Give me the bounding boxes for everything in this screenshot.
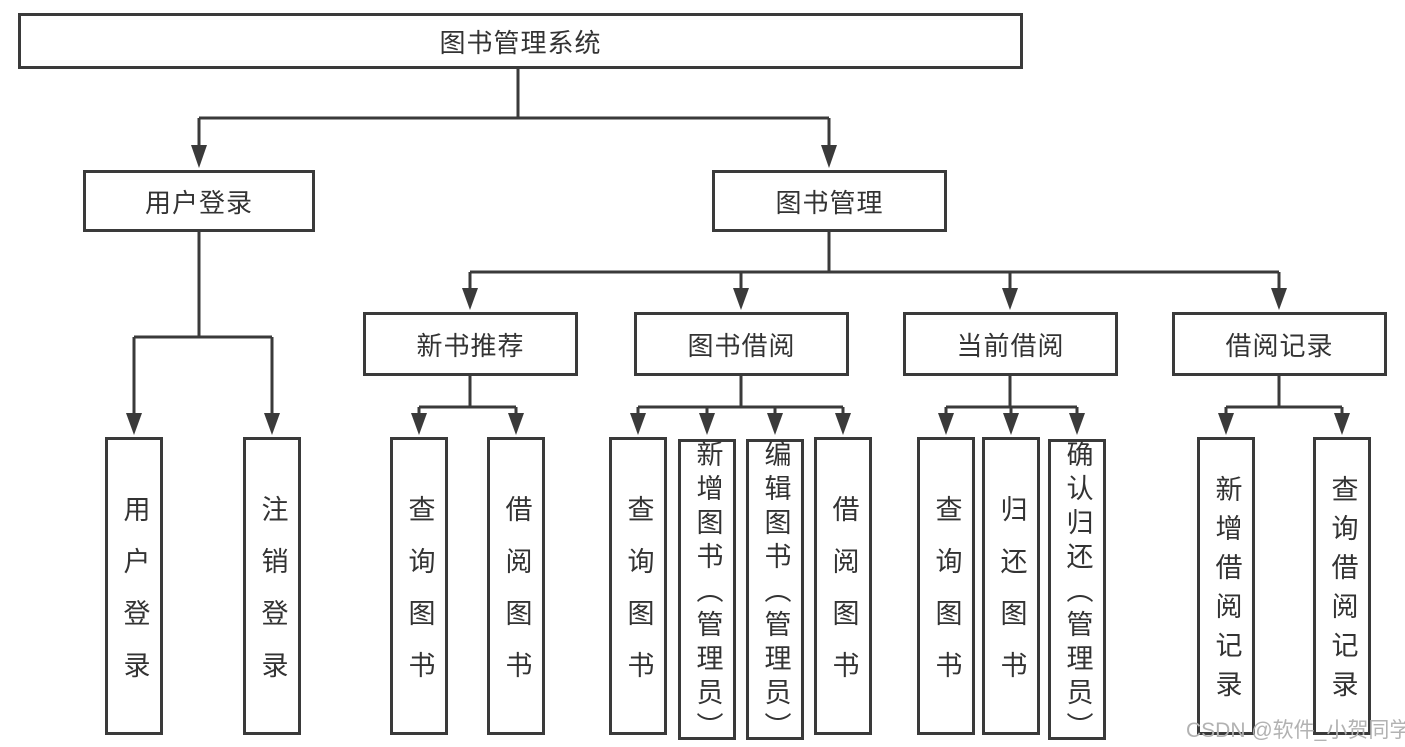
leaf-confirm-return-admin: 确认归还（管理员） <box>1048 439 1106 746</box>
leaf-edit-book-admin: 编辑图书（管理员） <box>746 439 804 746</box>
leaf-user-login-label: 用户登录 <box>119 494 150 703</box>
arrowheads <box>126 145 1350 435</box>
csdn-watermark: CSDN @软件_小贺同学 <box>1186 719 1405 742</box>
leaf-user-login: 用户登录 <box>105 437 163 735</box>
leaf-return-book-label: 归还图书 <box>996 494 1027 703</box>
leaf-borrow-book-label: 借阅图书 <box>828 494 859 703</box>
leaf-return-book: 归还图书 <box>982 437 1040 735</box>
leaf-logout-label: 注销登录 <box>257 494 288 703</box>
node-book-borrow: 图书借阅 <box>634 312 849 376</box>
leaf-query-borrow-record: 查询借阅记录 <box>1313 437 1371 735</box>
node-root-system: 图书管理系统 <box>18 13 1023 69</box>
node-book-management-label: 图书管理 <box>775 187 884 218</box>
leaf-query-book-current-label: 查询图书 <box>931 494 962 703</box>
leaf-borrow-book-recommend-label: 借阅图书 <box>501 494 532 703</box>
leaf-query-book-borrow: 查询图书 <box>609 437 667 735</box>
node-borrow-record-label: 借阅记录 <box>1225 330 1334 361</box>
node-current-borrow-label: 当前借阅 <box>956 330 1065 361</box>
leaf-borrow-book: 借阅图书 <box>814 437 872 735</box>
leaf-query-book-recommend-label: 查询图书 <box>404 494 435 703</box>
node-root-label: 图书管理系统 <box>439 27 602 58</box>
node-user-login-group-label: 用户登录 <box>144 187 253 218</box>
leaf-query-book-recommend: 查询图书 <box>390 437 448 735</box>
node-new-book-recommend: 新书推荐 <box>363 312 578 376</box>
node-borrow-record: 借阅记录 <box>1172 312 1387 376</box>
node-book-borrow-label: 图书借阅 <box>687 330 796 361</box>
node-new-book-recommend-label: 新书推荐 <box>416 330 525 361</box>
leaf-add-book-admin: 新增图书（管理员） <box>678 439 736 746</box>
leaf-add-book-admin-label: 新增图书（管理员） <box>692 440 723 746</box>
node-book-management: 图书管理 <box>712 170 947 232</box>
leaf-logout: 注销登录 <box>243 437 301 735</box>
node-current-borrow: 当前借阅 <box>903 312 1118 376</box>
leaf-query-book-borrow-label: 查询图书 <box>623 494 654 703</box>
node-user-login-group: 用户登录 <box>83 170 315 232</box>
leaf-add-borrow-record-label: 新增借阅记录 <box>1211 475 1242 709</box>
leaf-borrow-book-recommend: 借阅图书 <box>487 437 545 735</box>
leaf-query-borrow-record-label: 查询借阅记录 <box>1327 475 1358 709</box>
leaf-add-borrow-record: 新增借阅记录 <box>1197 437 1255 735</box>
leaf-edit-book-admin-label: 编辑图书（管理员） <box>760 440 791 746</box>
leaf-confirm-return-admin-label: 确认归还（管理员） <box>1062 440 1093 746</box>
leaf-query-book-current: 查询图书 <box>917 437 975 735</box>
